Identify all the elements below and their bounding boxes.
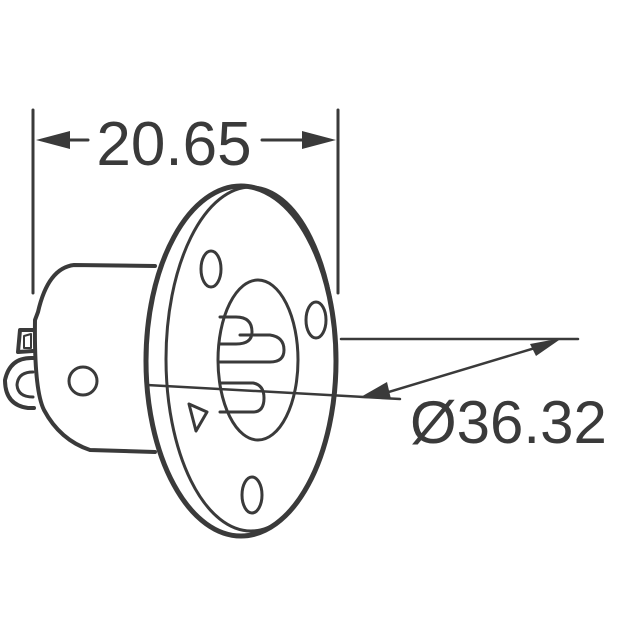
pin-2	[218, 333, 286, 364]
diameter-dimension-line	[370, 343, 547, 399]
latch-tab	[16, 328, 35, 354]
rear-housing	[32, 263, 157, 454]
flange-face	[164, 185, 338, 533]
mount-hole-bottom	[240, 475, 264, 515]
release-knob	[3, 355, 36, 410]
mount-hole-top	[199, 249, 223, 289]
inner-socket	[216, 278, 300, 442]
pin-3	[218, 381, 266, 414]
arrow-right-icon	[302, 131, 336, 149]
latch-tab-inner	[23, 333, 32, 349]
diameter-extension-bottom	[145, 383, 402, 401]
orientation-triangle-icon	[187, 402, 209, 433]
depth-dimension-label: 20.65	[96, 110, 251, 179]
side-hole	[67, 365, 99, 397]
pin-1	[218, 315, 254, 346]
mount-hole-right	[304, 300, 328, 340]
release-knob-inner	[15, 370, 35, 399]
arrow-diameter-bottom-icon	[359, 382, 391, 399]
arrow-diameter-top-icon	[530, 338, 562, 356]
diameter-dimension-label: Ø36.32	[410, 389, 607, 456]
arrow-left-icon	[36, 131, 70, 149]
